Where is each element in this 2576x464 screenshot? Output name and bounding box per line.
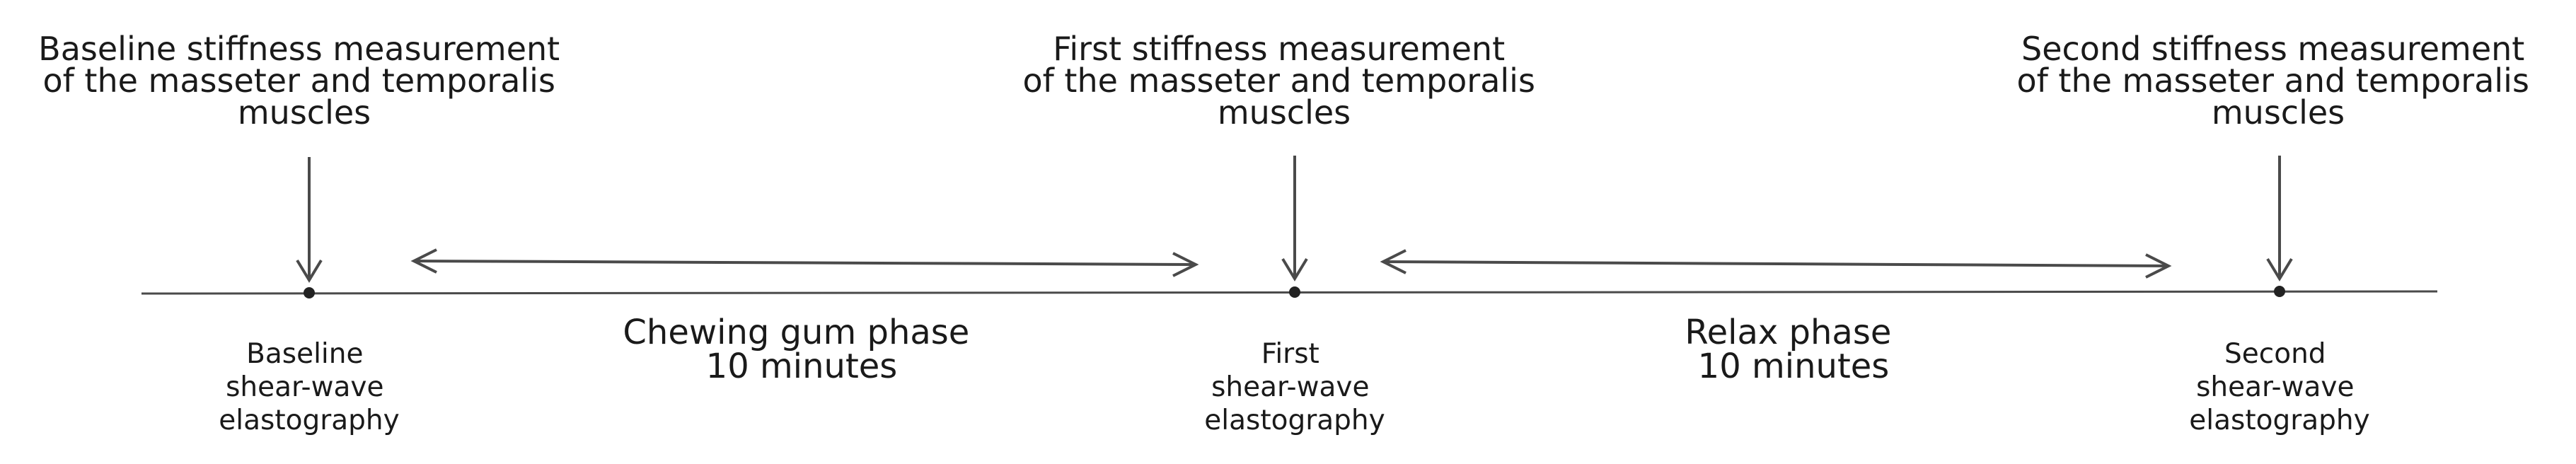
timeline-point — [1289, 286, 1300, 298]
measurement-title: First stiffness measurement of the masse… — [1022, 30, 1545, 132]
double-arrow-head-left — [410, 248, 437, 274]
measurement-first: First stiffness measurement of the masse… — [1022, 30, 1545, 436]
swe-label-line: shear-wave — [2196, 371, 2354, 403]
phase-label: Chewing gum phase 10 minutes — [623, 313, 980, 386]
swe-label-line: Baseline — [246, 338, 363, 370]
timeline-point — [304, 287, 315, 298]
measurement-title-line: muscles — [238, 93, 371, 132]
measurement-title-line: Baseline stiffness measurement — [38, 30, 560, 68]
double-arrow-head-left — [1380, 249, 1407, 274]
measurement-title-line: Second stiffness measurement — [2021, 30, 2524, 68]
measurement-title-line: First stiffness measurement — [1053, 30, 1505, 68]
down-arrow-head — [296, 259, 323, 283]
measurement-title: Baseline stiffness measurement of the ma… — [38, 30, 570, 132]
double-arrow — [1382, 260, 2169, 267]
swe-label-line: shear-wave — [1211, 371, 1369, 403]
measurement-title-line: of the masseter and temporalis — [2016, 62, 2529, 100]
swe-label-line: elastography — [219, 405, 399, 436]
down-arrow-head — [2266, 257, 2293, 282]
double-arrow — [413, 260, 1196, 266]
swe-label-line: shear-wave — [226, 371, 383, 403]
measurement-title-line: of the masseter and temporalis — [1022, 62, 1535, 100]
double-arrow-head-right — [2145, 253, 2172, 279]
measurement-title-line: muscles — [1218, 93, 1351, 132]
swe-label-line: Second — [2224, 338, 2326, 370]
swe-label: First shear-wave elastography — [1204, 338, 1385, 436]
double-arrow-head-right — [1172, 252, 1199, 277]
phase-relax: Relax phase 10 minutes — [1380, 249, 2172, 386]
phase-duration: 10 minutes — [1698, 347, 1890, 386]
phase-name: Chewing gum phase — [623, 313, 969, 352]
phase-name: Relax phase — [1685, 313, 1891, 352]
down-arrow-head — [1281, 257, 1308, 282]
phase-duration: 10 minutes — [706, 347, 898, 386]
swe-label-line: elastography — [1204, 405, 1385, 436]
swe-label: Second shear-wave elastography — [2189, 338, 2369, 436]
measurement-second: Second stiffness measurement of the mass… — [2016, 30, 2539, 436]
swe-label-line: First — [1261, 338, 1319, 370]
swe-label: Baseline shear-wave elastography — [219, 338, 399, 436]
timeline-point — [2274, 286, 2285, 297]
measurement-title: Second stiffness measurement of the mass… — [2016, 30, 2539, 132]
measurement-title-line: muscles — [2212, 93, 2345, 132]
phase-label: Relax phase 10 minutes — [1685, 313, 1902, 386]
measurement-title-line: of the masseter and temporalis — [42, 62, 555, 100]
swe-label-line: elastography — [2189, 405, 2369, 436]
measurement-baseline: Baseline stiffness measurement of the ma… — [38, 30, 570, 436]
phase-chewing: Chewing gum phase 10 minutes — [410, 248, 1199, 386]
